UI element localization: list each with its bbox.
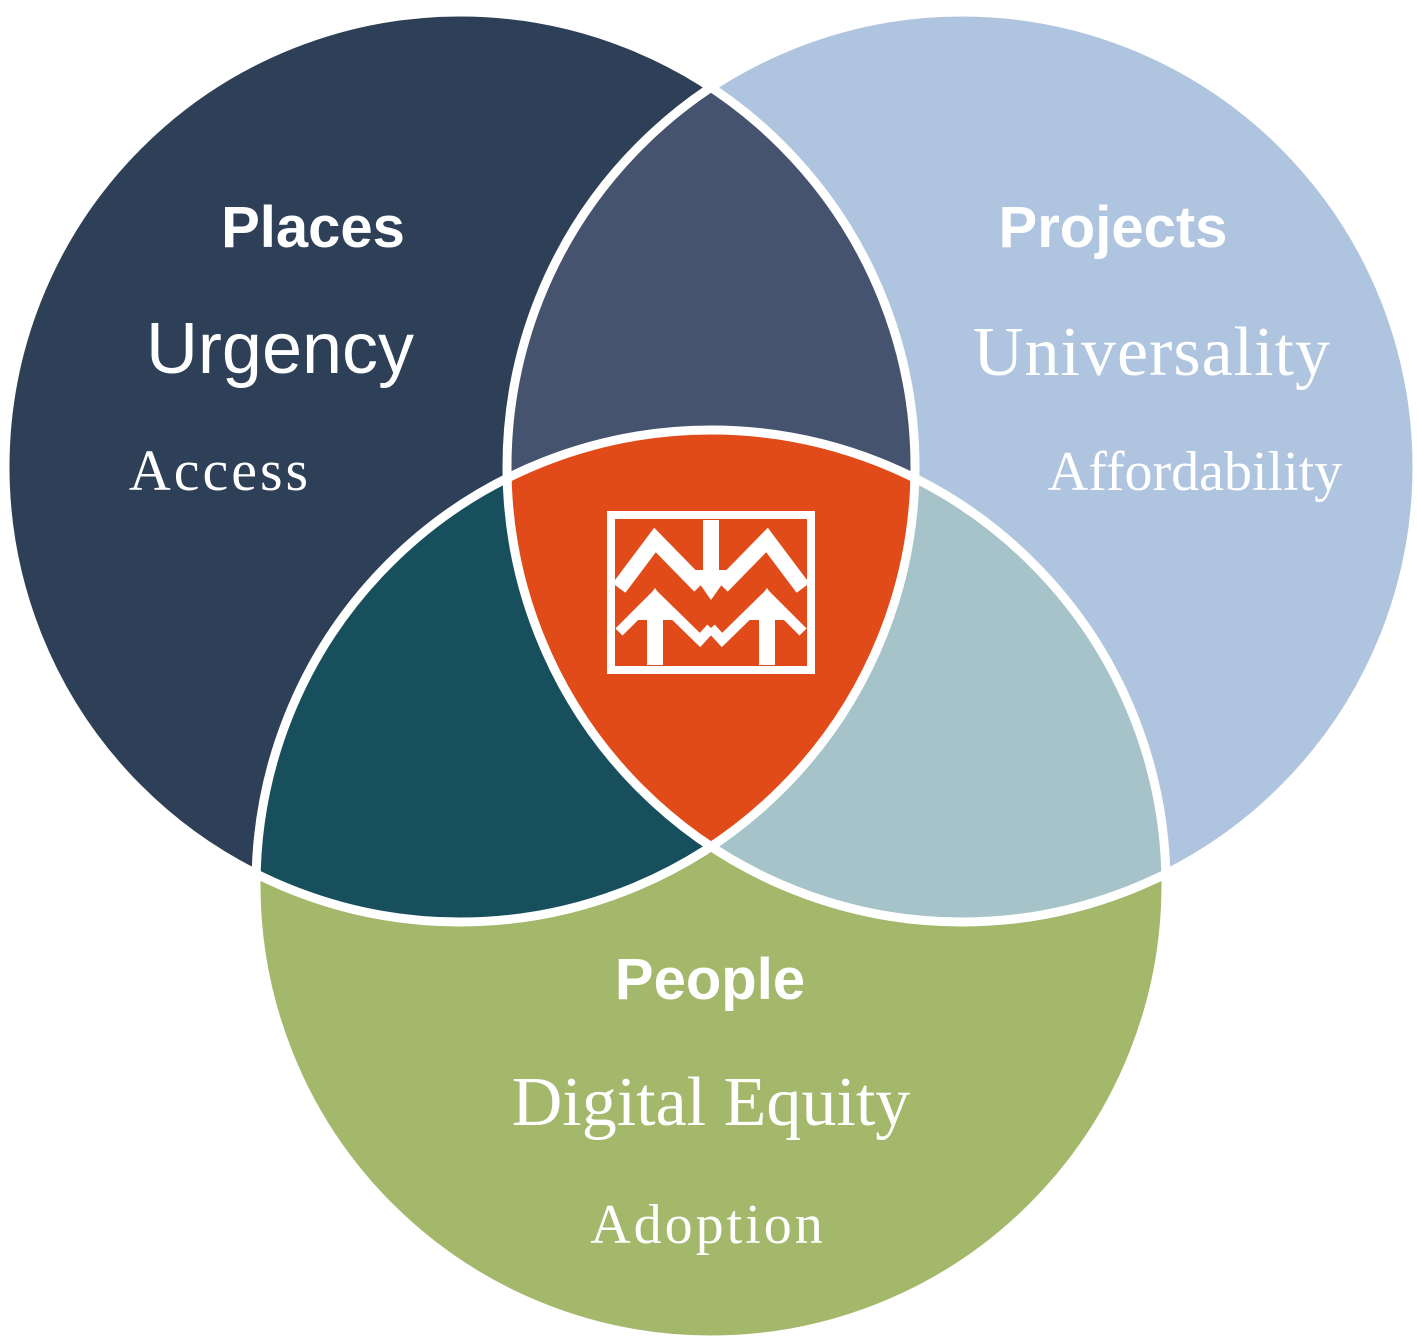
arrows-logo-icon [607, 511, 815, 674]
people-outline [251, 425, 1171, 1341]
projects-outline [502, 7, 1417, 927]
people-secondary: Adoption [590, 1194, 826, 1256]
people-primary: Digital Equity [512, 1064, 911, 1141]
projects-title: Projects [999, 195, 1228, 260]
projects-secondary: Affordability [1048, 441, 1342, 503]
places-primary: Urgency [146, 309, 414, 389]
people-title: People [615, 947, 805, 1012]
places-secondary: Access [129, 438, 311, 503]
projects-primary: Universality [973, 314, 1331, 391]
places-title: Places [221, 195, 405, 260]
places-outline [0, 7, 920, 927]
